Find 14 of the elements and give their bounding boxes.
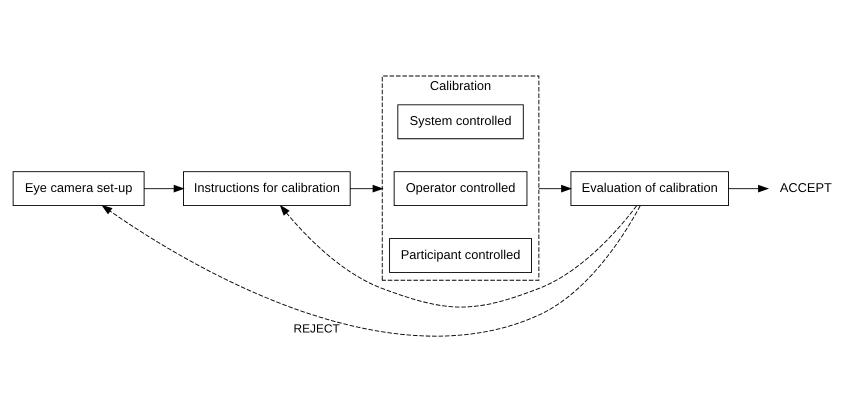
node-box: System controlled — [397, 104, 524, 139]
arrow — [350, 184, 384, 192]
edge-label: REJECT — [294, 321, 340, 336]
arrow — [538, 184, 572, 192]
arrow — [728, 184, 770, 192]
node-text: ACCEPT — [780, 180, 832, 195]
node-box: Evaluation of calibration — [570, 170, 729, 206]
node-box: Eye camera set-up — [12, 170, 145, 206]
node-box: Instructions for calibration — [183, 170, 351, 206]
node-box: Participant controlled — [389, 238, 532, 272]
arrow — [101, 204, 641, 336]
arrow — [280, 204, 638, 307]
arrow — [144, 184, 185, 192]
node-box: Operator controlled — [394, 170, 528, 206]
